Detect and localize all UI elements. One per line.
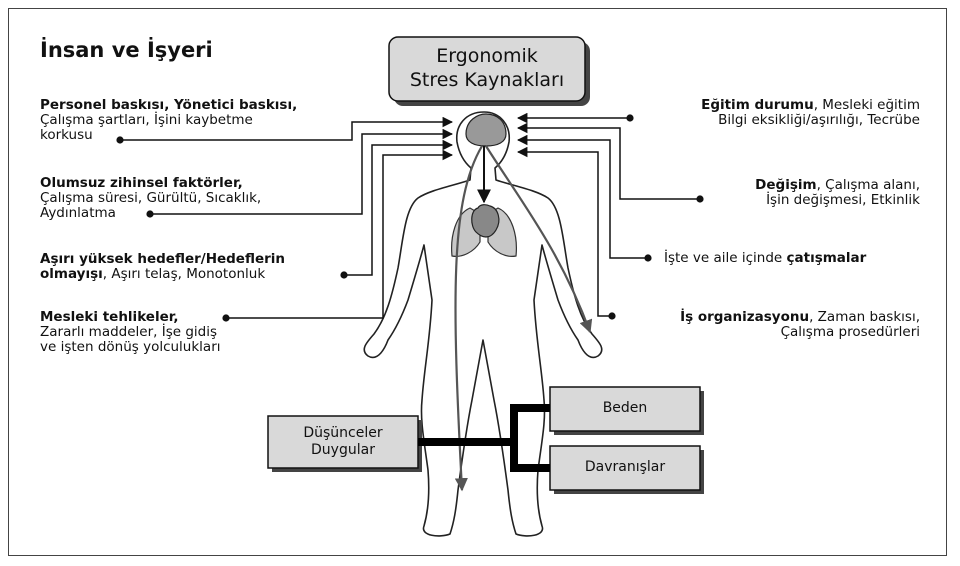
left-group-4-line1: Mesleki tehlikeler, <box>40 309 179 325</box>
left-group-4: Mesleki tehlikeler, Zararlı maddeler, İş… <box>40 310 221 355</box>
human-body <box>363 111 603 537</box>
left-group-2-line1: Olumsuz zihinsel faktörler, <box>40 175 243 191</box>
right-group-1-line2: Bilgi eksikliği/aşırılığı, Tecrübe <box>718 112 920 128</box>
left-group-3-line1: Aşırı yüksek hedefler/Hedeflerin <box>40 251 286 267</box>
left-group-1-line1: Personel baskısı, Yönetici baskısı, <box>40 97 298 113</box>
right-group-2-line1-bold: Değişim <box>755 177 817 193</box>
gray-arrow-to-hand <box>485 145 593 334</box>
left-group-1-line3: korkusu <box>40 127 93 143</box>
page-title: İnsan ve İşyeri <box>40 38 213 62</box>
gray-arrow-to-feet <box>454 145 483 492</box>
left-group-1-line2: Çalışma şartları, İşini kaybetme <box>40 112 253 128</box>
left-group-3-line2-bold: olmayışı <box>40 266 103 282</box>
left-group-2-line3: Aydınlatma <box>40 205 116 221</box>
left-group-3: Aşırı yüksek hedefler/Hedeflerin olmayış… <box>40 252 285 282</box>
behaviour-box-label: Davranışlar <box>584 459 666 475</box>
heart-shape <box>471 204 500 238</box>
body-box <box>549 386 704 435</box>
left-group-2-line2: Çalışma süresi, Gürültü, Sıcaklık, <box>40 190 262 206</box>
center-box-label: Ergonomik Stres Kaynakları <box>389 44 585 92</box>
thoughts-box-label: Düşünceler Duygular <box>268 425 418 459</box>
right-group-2: Değişim, Çalışma alanı, İşin değişmesi, … <box>755 178 920 208</box>
right-group-3-line1-bold: çatışmalar <box>786 250 867 266</box>
right-group-2-line2: İşin değişmesi, Etkinlik <box>766 192 920 208</box>
right-group-3-line1-rest: İşte ve aile içinde <box>664 250 787 266</box>
right-group-4: İş organizasyonu, Zaman baskısı, Çalışma… <box>680 310 920 340</box>
left-group-1: Personel baskısı, Yönetici baskısı, Çalı… <box>40 98 297 143</box>
right-group-4-line1-bold: İş organizasyonu <box>680 309 810 325</box>
right-group-4-line1-rest: , Zaman baskısı, <box>809 309 920 325</box>
center-box-line2: Stres Kaynakları <box>409 69 565 91</box>
right-group-1-line1-rest: , Mesleki eğitim <box>813 97 920 113</box>
center-title-box <box>388 36 590 106</box>
brain-shape <box>465 113 507 147</box>
left-group-3-line2-rest: , Aşırı telaş, Monotonluk <box>102 266 266 282</box>
right-group-3: İşte ve aile içinde çatışmalar <box>664 251 866 266</box>
thoughts-line2: Duygular <box>311 442 375 458</box>
right-group-2-line1-rest: , Çalışma alanı, <box>816 177 920 193</box>
behaviour-box <box>549 445 704 494</box>
left-group-2: Olumsuz zihinsel faktörler, Çalışma süre… <box>40 176 261 221</box>
thoughts-line1: Düşünceler <box>303 425 383 441</box>
right-group-1: Eğitim durumu, Mesleki eğitim Bilgi eksi… <box>701 98 920 128</box>
thoughts-box <box>267 415 422 472</box>
body-box-label: Beden <box>602 400 648 416</box>
diagram-frame <box>8 8 947 556</box>
left-connectors <box>120 116 454 319</box>
outcome-connector <box>418 404 550 472</box>
right-group-4-line2: Çalışma prosedürleri <box>780 324 920 340</box>
right-group-1-line1-bold: Eğitim durumu <box>701 97 814 113</box>
right-connectors <box>516 112 700 317</box>
center-box-line1: Ergonomik <box>436 45 538 67</box>
right-dots <box>608 114 704 320</box>
left-group-4-line2: Zararlı maddeler, İşe gidiş <box>40 324 218 340</box>
left-dots <box>116 136 348 322</box>
left-group-4-line3: ve işten dönüş yolculukları <box>40 339 221 355</box>
